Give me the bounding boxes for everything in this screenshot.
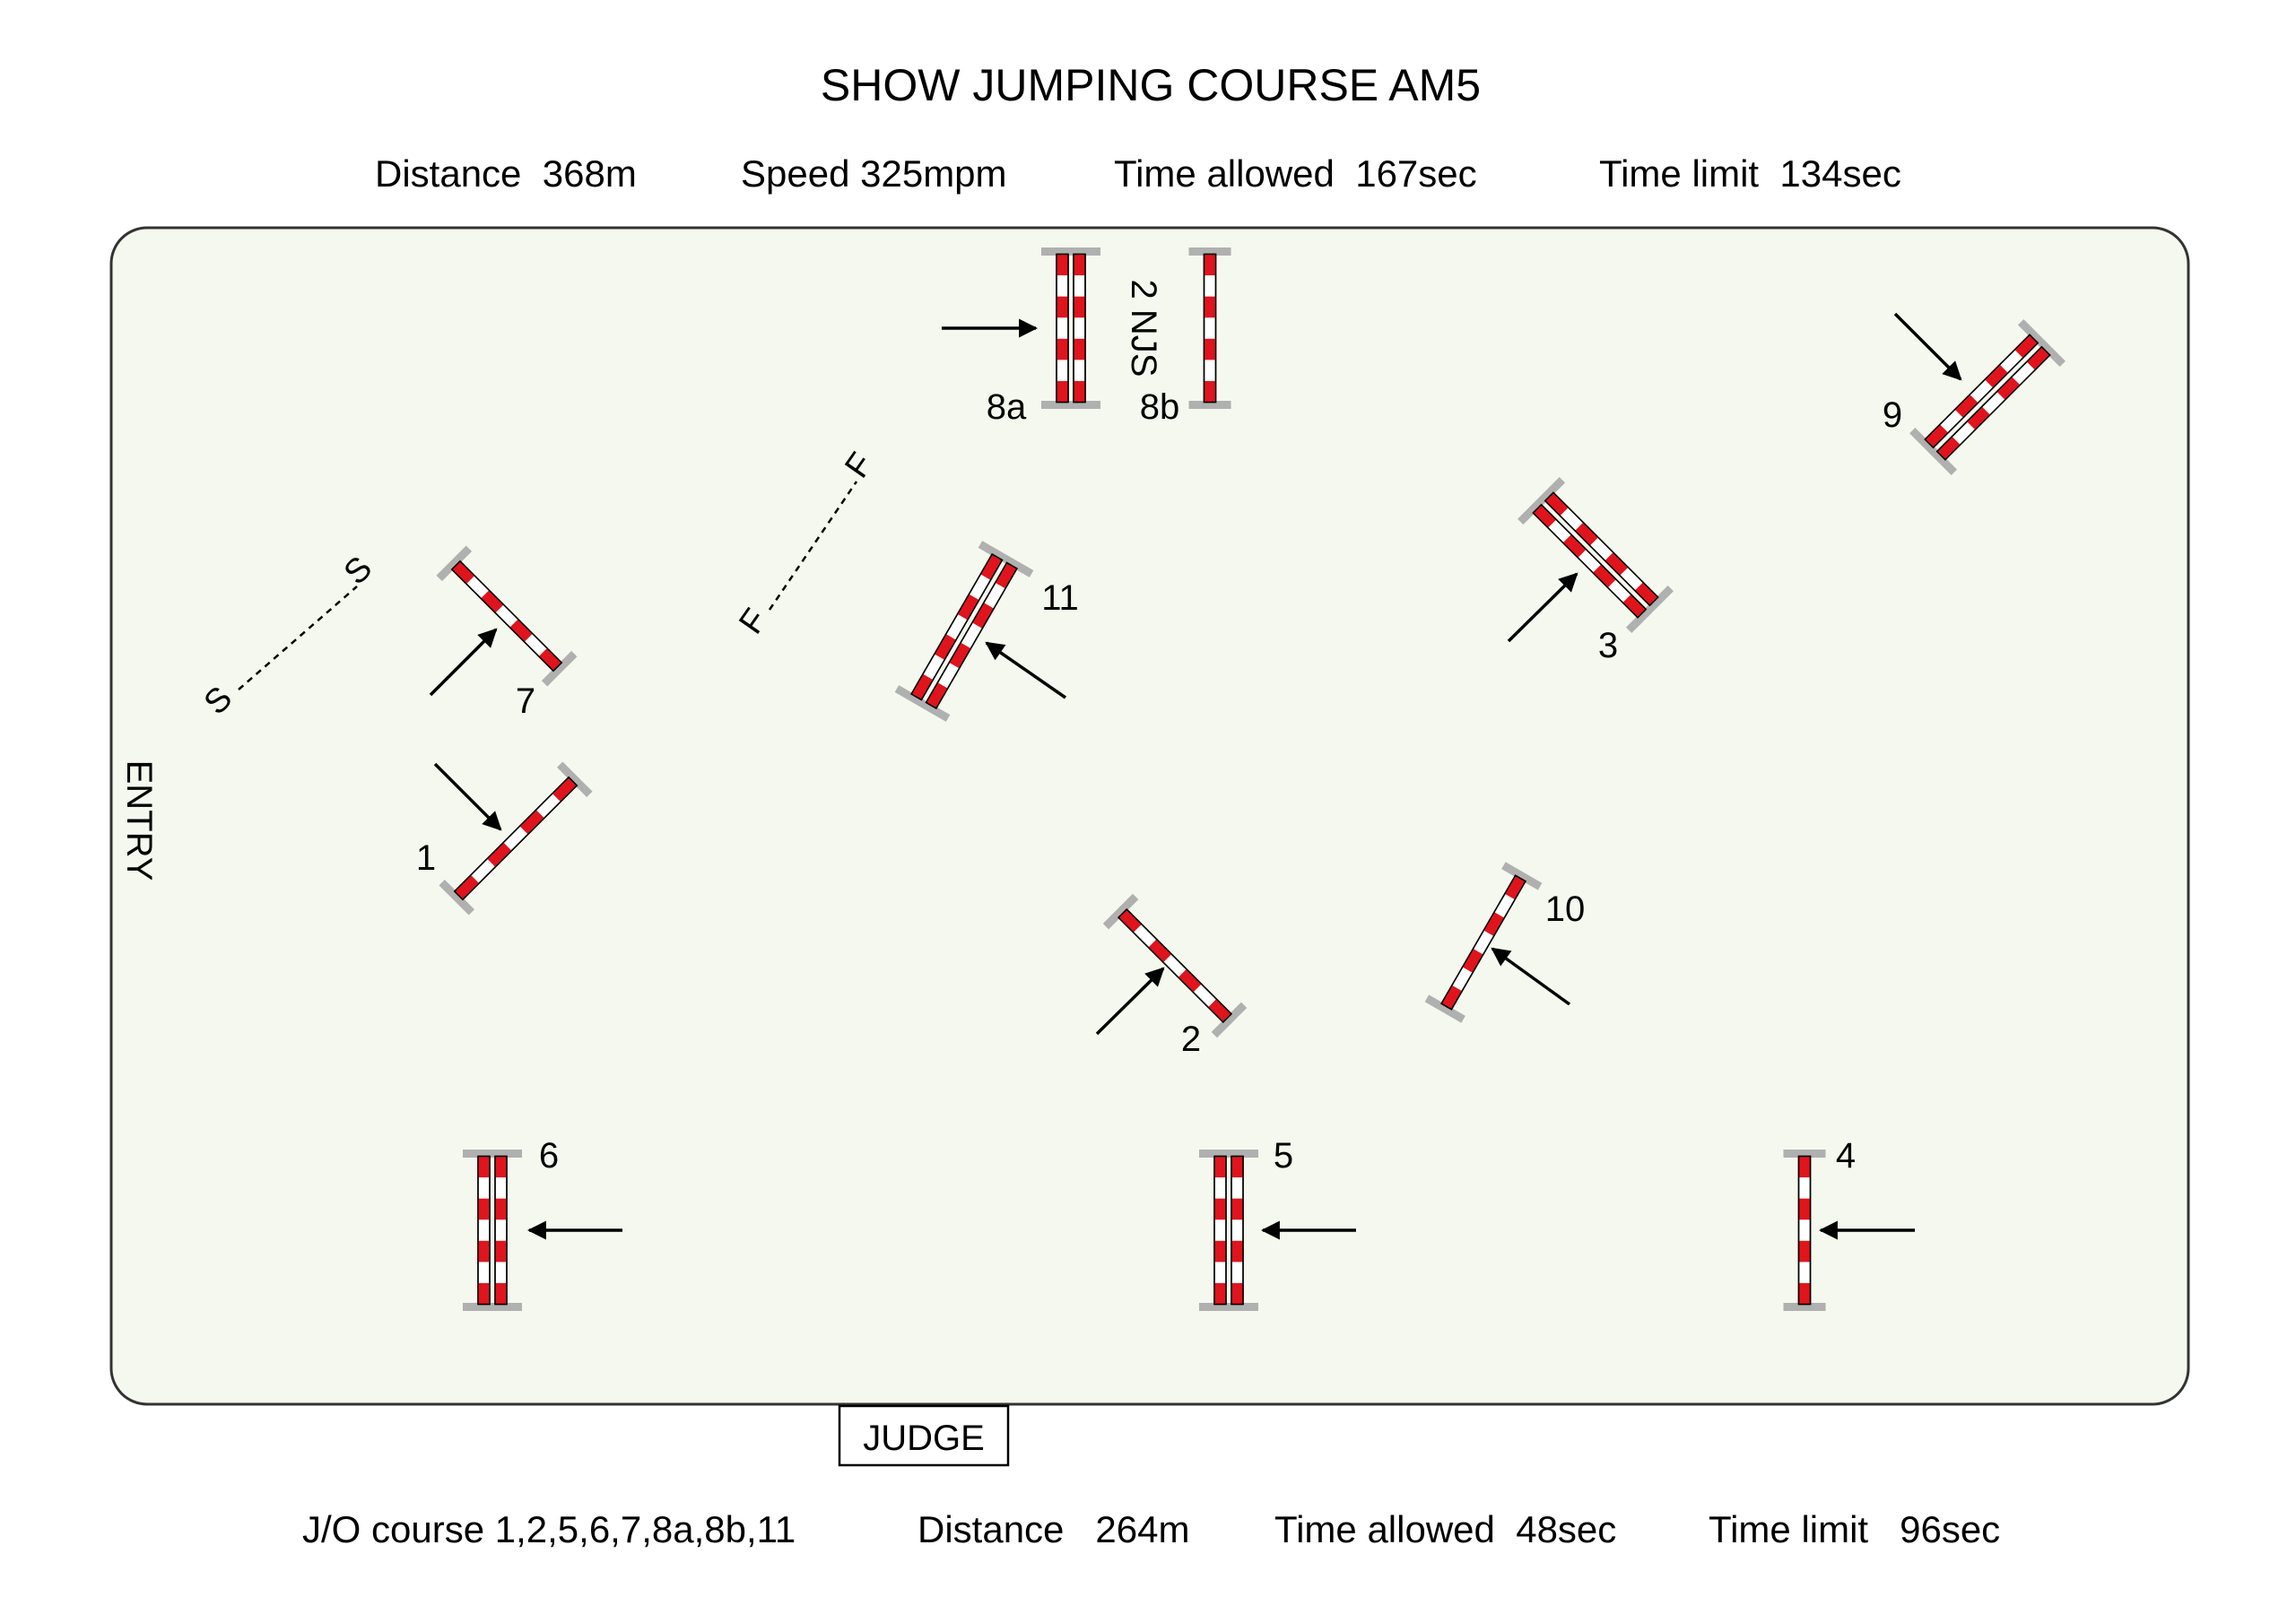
course-distance: Distance 368m: [375, 152, 637, 195]
entry-label: ENTRY: [119, 760, 159, 881]
direction-arrow: [429, 628, 498, 697]
fence-5: 5: [1199, 1136, 1356, 1311]
direction-arrow: [1507, 572, 1578, 643]
fence-pole: [1924, 334, 2039, 449]
fences-layer: 1 2 3 4 5 6 7 8a 8b 9 10 11: [416, 247, 2066, 1311]
fence-4: 4: [1783, 1136, 1915, 1311]
fence-stand: [1909, 427, 1958, 475]
fence-stand: [1102, 893, 1139, 930]
fence-number: 4: [1836, 1136, 1856, 1176]
direction-arrow: [985, 641, 1066, 699]
fence-pole: [453, 776, 578, 901]
judge-label: JUDGE: [863, 1419, 985, 1458]
fence-number: 3: [1598, 626, 1618, 665]
fence-1: 1: [416, 761, 593, 916]
jump-off-distance: Distance 264m: [918, 1508, 1189, 1550]
fence-pole: [1544, 491, 1659, 607]
fence-stand: [2017, 319, 2066, 368]
fence-pole: [450, 560, 563, 673]
fence-stand: [1518, 477, 1566, 525]
fence-number: 5: [1274, 1136, 1293, 1176]
fence-number: 9: [1883, 395, 1902, 435]
fence-pole: [1118, 908, 1232, 1023]
fence-pole: [1203, 253, 1217, 404]
fence-pole: [1797, 1155, 1812, 1306]
fence-stand: [1211, 1002, 1248, 1038]
fence-pole: [1056, 253, 1069, 404]
course-speed: Speed 325mpm: [741, 152, 1007, 195]
fence-pole: [925, 561, 1018, 709]
fence-number: 8b: [1140, 387, 1180, 427]
fence-pole: [1073, 253, 1086, 404]
fence-number: 1: [416, 838, 436, 878]
direction-arrow: [433, 762, 502, 831]
direction-arrow: [1095, 967, 1165, 1036]
fence-8a: 8a: [942, 247, 1100, 427]
fence-6: 6: [463, 1136, 622, 1311]
direction-arrow: [1893, 312, 1962, 381]
fence-11: 11: [894, 541, 1079, 722]
fence-stand: [1625, 585, 1674, 633]
page-title: SHOW JUMPING COURSE AM5: [821, 60, 1481, 110]
fence-pole: [1213, 1155, 1227, 1306]
fence-stand: [556, 761, 593, 798]
fence-pole: [494, 1155, 508, 1306]
fence-number: 10: [1545, 890, 1586, 929]
fence-9: 9: [1883, 312, 2066, 475]
direction-arrow: [1491, 947, 1571, 1006]
fence-pole: [477, 1155, 491, 1306]
fence-pole: [1532, 503, 1648, 619]
fence-pole: [1231, 1155, 1244, 1306]
njs-label: 2 NJS: [1124, 280, 1163, 378]
fence-number: 2: [1181, 1020, 1201, 1059]
fence-stand: [978, 541, 1034, 577]
arena: [109, 226, 2190, 1406]
fence-number: 6: [539, 1136, 559, 1176]
jump-off-time-allowed: Time allowed 48sec: [1274, 1508, 1616, 1550]
fence-number: 11: [1041, 578, 1079, 618]
fence-stand: [1424, 994, 1465, 1023]
fence-7: 7: [429, 545, 578, 721]
course-time-allowed: Time allowed 167sec: [1114, 152, 1477, 195]
fence-pole: [910, 553, 1004, 701]
fence-2: 2: [1095, 893, 1248, 1059]
judge-box: JUDGE: [838, 1404, 1010, 1467]
fence-stand: [894, 685, 951, 722]
fence-pole: [1935, 345, 2051, 461]
course-time-limit: Time limit 134sec: [1599, 152, 1901, 195]
fence-stand: [541, 650, 578, 687]
fence-10: 10: [1424, 862, 1586, 1023]
fence-8b: 8b: [1140, 247, 1231, 427]
jump-off-time-limit: Time limit 96sec: [1709, 1508, 2000, 1550]
fence-stand: [436, 545, 473, 582]
fence-number: 7: [516, 681, 535, 721]
jump-off-course: J/O course 1,2,5,6,7,8a,8b,11: [302, 1508, 796, 1550]
fence-pole: [1440, 874, 1526, 1011]
fence-stand: [439, 879, 475, 916]
fence-stand: [1501, 862, 1543, 890]
fence-number: 8a: [987, 387, 1027, 427]
fence-3: 3: [1507, 477, 1674, 665]
